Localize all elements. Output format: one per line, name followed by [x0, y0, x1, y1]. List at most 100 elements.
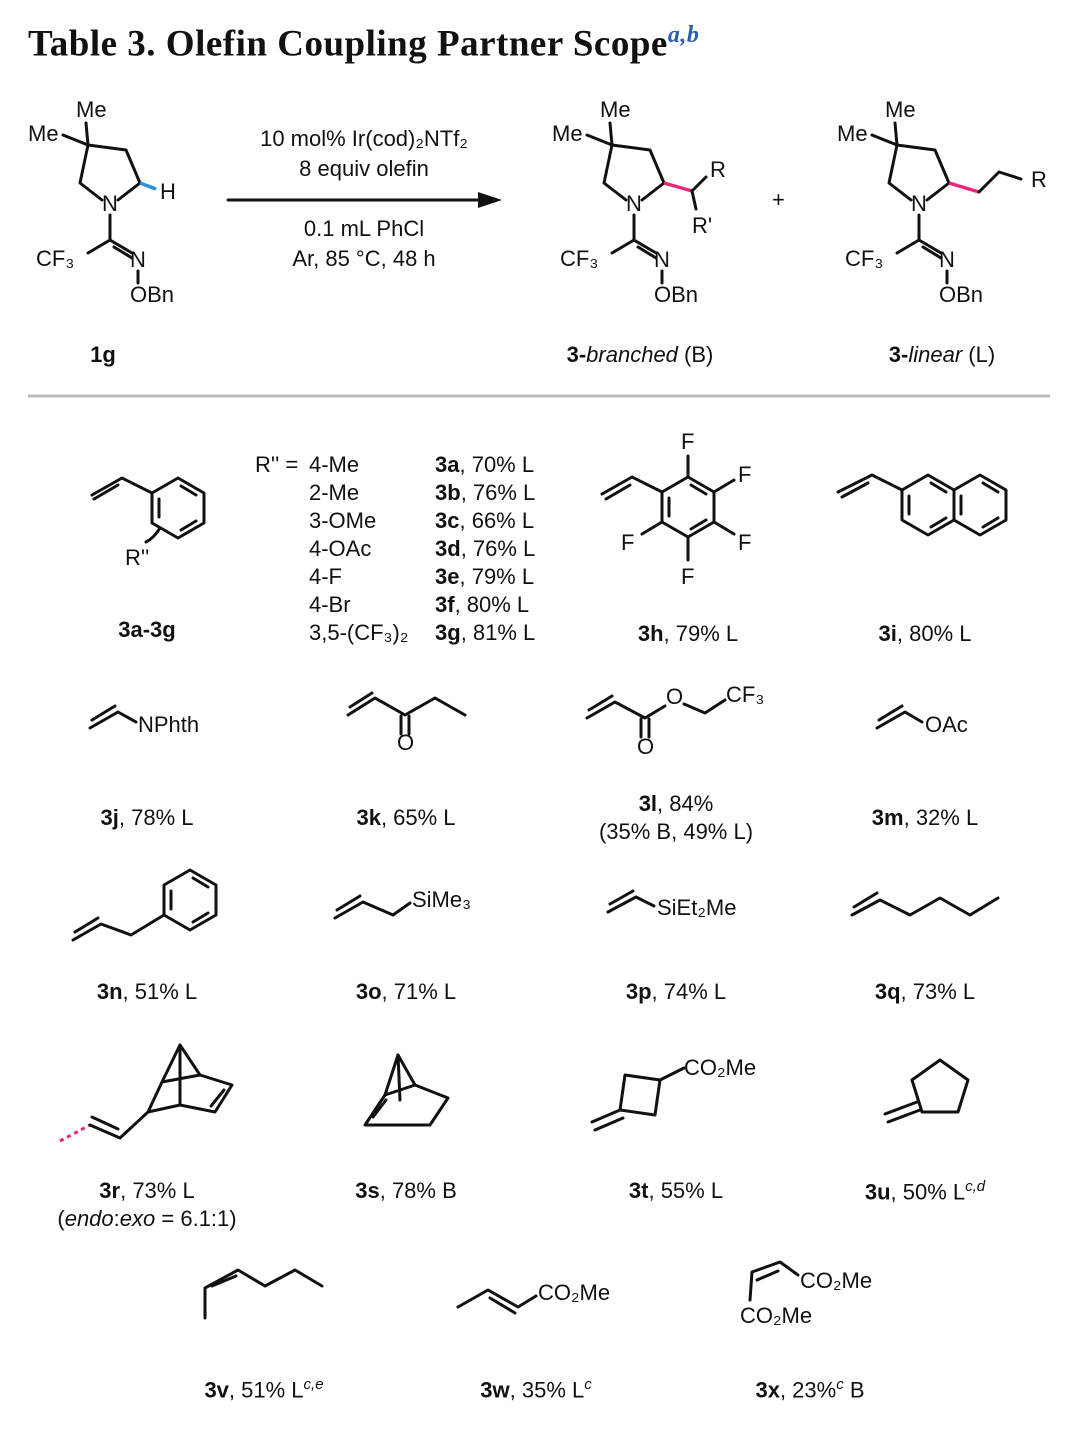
label-3o: 3o, 71% L: [355, 979, 457, 1004]
svg-text:Me: Me: [552, 121, 583, 146]
label-3a-3g: 3a-3g: [118, 617, 176, 642]
svg-text:NPhth: NPhth: [138, 712, 199, 737]
substituent: 2-Me: [309, 480, 360, 505]
svg-text:R: R: [1031, 167, 1047, 192]
structure-3q: [850, 891, 1000, 917]
svg-text:OBn: OBn: [939, 282, 983, 307]
svg-text:F: F: [738, 530, 751, 555]
label-3r: 3r, 73% L: [99, 1178, 195, 1203]
structure-3r: [59, 1043, 234, 1143]
label-3k: 3k, 65% L: [356, 805, 456, 830]
svg-text:CF₃: CF₃: [845, 246, 883, 271]
svg-text:SiMe₃: SiMe₃: [412, 887, 471, 912]
label-3w: 3w, 35% Lc: [480, 1376, 592, 1403]
condition-olefin: 8 equiv olefin: [299, 156, 429, 181]
svg-text:CF₃: CF₃: [36, 246, 74, 271]
r-prefix: R'' =: [255, 452, 299, 477]
svg-text:O: O: [397, 730, 414, 755]
label-3t: 3t, 55% L: [628, 1178, 724, 1203]
svg-text:N: N: [654, 247, 670, 272]
svg-text:Me: Me: [600, 97, 631, 122]
structure-branched: Me Me N CF₃ N OBn R R': [552, 97, 726, 307]
svg-text:H: H: [160, 179, 176, 204]
label-3h: 3h, 79% L: [637, 621, 739, 646]
substituent: 3-OMe: [309, 508, 377, 533]
svg-text:CO₂Me: CO₂Me: [800, 1268, 872, 1293]
structure-3w: CO₂Me: [456, 1280, 610, 1315]
structure-3t: CO₂Me: [590, 1055, 756, 1132]
structure-linear: Me Me N CF₃ N OBn R: [837, 97, 1047, 307]
structure-3j: NPhth: [88, 704, 199, 737]
svg-text:CO₂Me: CO₂Me: [538, 1280, 610, 1305]
label-branched: 3-branched (B): [566, 342, 714, 367]
title-footnotes: a,b: [667, 22, 700, 48]
svg-text:N: N: [130, 247, 146, 272]
structure-3m: OAc: [875, 704, 968, 737]
table-title: Table 3. Olefin Coupling Partner Scopea,…: [28, 22, 700, 65]
svg-text:CF₃: CF₃: [726, 682, 764, 707]
structure-styrene: R'': [90, 476, 206, 570]
structure-1g: Me Me N CF₃ N OBn H: [28, 97, 176, 307]
structure-3p: SiEt₂Me: [606, 889, 736, 920]
structure-3l: O O CF₃: [585, 682, 764, 759]
label-1g: 1g: [90, 342, 116, 367]
svg-text:CF₃: CF₃: [560, 246, 598, 271]
svg-text:OBn: OBn: [130, 282, 174, 307]
label-3l: 3l, 84%: [638, 791, 714, 816]
svg-text:F: F: [681, 429, 694, 454]
structure-3x: CO₂Me CO₂Me: [740, 1260, 872, 1328]
label-3p: 3p, 74% L: [625, 979, 727, 1004]
entry-label: 3a, 70% L: [435, 452, 535, 477]
label-3n: 3n, 51% L: [96, 979, 198, 1004]
structure-3v: [203, 1268, 324, 1320]
structure-3o: SiMe₃: [333, 887, 471, 920]
entry-label: 3c, 66% L: [435, 508, 535, 533]
condition-catalyst: 10 mol% Ir(cod)₂NTf₂: [260, 126, 468, 151]
svg-text:N: N: [102, 191, 118, 216]
structure-3k: O: [346, 691, 467, 755]
svg-text:F: F: [681, 564, 694, 589]
label-3r-note: (endo:exo = 6.1:1): [57, 1206, 237, 1231]
substituent: 4-Br: [309, 592, 351, 617]
condition-solvent: 0.1 mL PhCl: [303, 216, 425, 241]
substituent: 4-Me: [309, 452, 360, 477]
entry-label: 3g, 81% L: [435, 620, 536, 645]
structure-3h: F F F F F: [600, 429, 751, 589]
structure-3u: [883, 1058, 970, 1124]
svg-text:O: O: [666, 684, 683, 709]
svg-text:Me: Me: [885, 97, 916, 122]
svg-text:Me: Me: [28, 121, 59, 146]
svg-text:N: N: [626, 191, 642, 216]
entry-label: 3d, 76% L: [435, 536, 536, 561]
condition-temp: Ar, 85 °C, 48 h: [292, 246, 436, 271]
label-3i: 3i, 80% L: [878, 621, 972, 646]
svg-text:CO₂Me: CO₂Me: [684, 1055, 756, 1080]
label-3q: 3q, 73% L: [874, 979, 976, 1004]
label-3m: 3m, 32% L: [871, 805, 979, 830]
label-3x: 3x, 23%c B: [755, 1376, 865, 1403]
svg-text:OAc: OAc: [925, 712, 968, 737]
entry-label: 3b, 76% L: [435, 480, 536, 505]
svg-text:F: F: [621, 530, 634, 555]
svg-text:OBn: OBn: [654, 282, 698, 307]
svg-text:N: N: [939, 247, 955, 272]
label-linear: 3-linear (L): [888, 342, 996, 367]
substituent: 4-F: [309, 564, 342, 589]
structure-3s: [363, 1053, 450, 1127]
label-3v: 3v, 51% Lc,e: [204, 1376, 324, 1403]
svg-text:CO₂Me: CO₂Me: [740, 1303, 812, 1328]
svg-text:R'': R'': [125, 545, 149, 570]
entry-label: 3e, 79% L: [435, 564, 535, 589]
label-3j: 3j, 78% L: [100, 805, 194, 830]
svg-text:N: N: [911, 191, 927, 216]
svg-text:F: F: [738, 462, 751, 487]
svg-text:O: O: [637, 734, 654, 759]
svg-text:SiEt₂Me: SiEt₂Me: [657, 895, 736, 920]
substituent: 4-OAc: [309, 536, 372, 561]
label-3s: 3s, 78% B: [355, 1178, 457, 1203]
reaction-arrow: [226, 192, 502, 208]
structure-3i: [836, 473, 1008, 537]
substituent: 3,5-(CF₃)₂: [309, 620, 409, 645]
label-3l-note: (35% B, 49% L): [598, 819, 754, 844]
